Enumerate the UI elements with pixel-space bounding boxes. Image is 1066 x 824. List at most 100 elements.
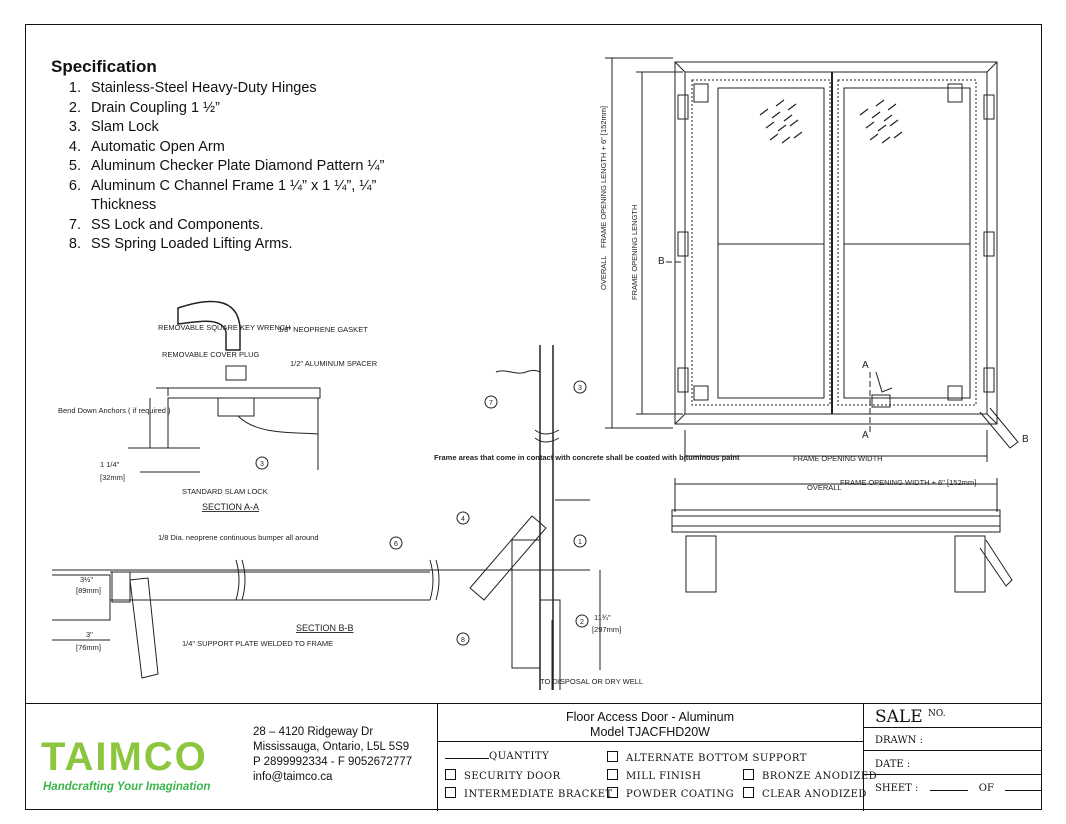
dim-frame-length-plus: FRAME OPENING LENGTH + 6" [152mm] — [599, 106, 608, 248]
dim-3: 3" — [86, 630, 93, 639]
label-support-plate: 1/4" SUPPORT PLATE WELDED TO FRAME — [182, 639, 333, 648]
option-intermediate-bracket[interactable]: INTERMEDIATE BRACKET — [445, 787, 613, 800]
callout-3 — [255, 456, 269, 470]
date-row: DATE : — [863, 751, 1042, 775]
checkbox[interactable] — [607, 769, 618, 780]
spec-item: Aluminum C Channel Frame 1 ¼” x 1 ¼”, ¼”… — [85, 177, 441, 216]
label-frame-areas-note: Frame areas that come in contact with co… — [434, 453, 740, 462]
email-line: info@taimco.ca — [253, 771, 333, 783]
option-label: MILL FINISH — [626, 771, 702, 782]
dim-297mm: [297mm] — [592, 625, 621, 634]
title-line-2: Model TJACFHD20W — [590, 725, 710, 739]
taimco-logo: TAIMCO Handcrafting Your Imagination — [41, 735, 210, 793]
option-bronze-anodized[interactable]: BRONZE ANODIZED — [743, 769, 877, 782]
dim-1-1-4: 1 1/4" — [100, 460, 120, 469]
checkbox[interactable] — [743, 769, 754, 780]
spec-item: SS Lock and Components. — [85, 216, 441, 236]
sale-row: SALE NO. — [863, 704, 1042, 728]
dim-overall-length: OVERALL — [599, 255, 608, 290]
callout-3b-text: 3 — [578, 385, 582, 392]
drawn-row: DRAWN : — [863, 728, 1042, 751]
label-cover-plug: REMOVABLE COVER PLUG — [162, 350, 260, 359]
phone-fax-line: P 2899992334 - F 9052672777 — [253, 756, 413, 768]
divider — [863, 704, 864, 811]
label-key-wrench: REMOVABLE SQUARE KEY WRENCH — [158, 323, 291, 332]
option-powder-coating[interactable]: POWDER COATING — [607, 787, 734, 800]
callout-6-text: 6 — [394, 541, 398, 548]
callout-6 — [389, 536, 403, 550]
section-marker-a-top: A — [862, 360, 869, 371]
divider — [437, 704, 438, 811]
option-clear-anodized[interactable]: CLEAR ANODIZED — [743, 787, 867, 800]
spec-list: Stainless-Steel Heavy-Duty Hinges Drain … — [51, 79, 441, 255]
spec-item: Aluminum Checker Plate Diamond Pattern ¼… — [85, 157, 441, 177]
option-quantity: QUANTITY — [445, 751, 549, 762]
section-a-a-title: SECTION A-A — [202, 502, 259, 512]
label-standard-slam-lock: STANDARD SLAM LOCK — [182, 487, 268, 496]
callout-3-text: 3 — [260, 461, 264, 468]
company-address: 28 – 4120 Ridgeway Dr Mississauga, Ontar… — [253, 725, 412, 785]
spec-item: SS Spring Loaded Lifting Arms. — [85, 235, 441, 255]
date-label: DATE : — [875, 759, 911, 770]
address-line: Mississauga, Ontario, L5L 5S9 — [253, 741, 410, 753]
address-line: 28 – 4120 Ridgeway Dr — [253, 726, 374, 738]
callout-8-text: 8 — [461, 637, 465, 644]
checkbox[interactable] — [607, 787, 618, 798]
checkbox[interactable] — [607, 751, 618, 762]
option-label: CLEAR ANODIZED — [762, 789, 867, 800]
callout-4-text: 4 — [461, 516, 465, 523]
dim-frame-length: FRAME OPENING LENGTH — [630, 205, 639, 300]
checkbox[interactable] — [445, 769, 456, 780]
option-security-door[interactable]: SECURITY DOOR — [445, 769, 561, 782]
section-marker-b-left: B — [658, 256, 665, 267]
logo-wordmark: TAIMCO — [41, 735, 208, 779]
callout-1 — [573, 534, 587, 548]
title-divider — [437, 741, 863, 742]
spec-item: Slam Lock — [85, 118, 441, 138]
label-bend-anchors: Bend Down Anchors ( if required ) — [58, 406, 171, 415]
section-marker-b-right: B — [1022, 434, 1029, 445]
callout-4 — [456, 511, 470, 525]
technical-drawing: OVERALL FRAME OPENING LENGTH + 6" [152mm… — [52, 57, 1029, 690]
callout-1-text: 1 — [578, 539, 582, 546]
sheet-row: SHEET : OF — [863, 775, 1042, 811]
section-marker-a-bottom: A — [862, 430, 869, 441]
sheet-label: SHEET : — [875, 783, 919, 794]
checkbox[interactable] — [445, 787, 456, 798]
drawn-label: DRAWN : — [875, 735, 923, 746]
checkbox[interactable] — [743, 787, 754, 798]
title-line-1: Floor Access Door - Aluminum — [565, 710, 735, 724]
dim-76mm: [76mm] — [76, 643, 101, 652]
option-alternate-bottom[interactable]: ALTERNATE BOTTOM SUPPORT — [607, 751, 807, 764]
callout-8 — [456, 632, 470, 646]
callout-7-text: 7 — [489, 400, 493, 407]
plan-outer-frame — [674, 61, 998, 425]
label-neoprene-bumper: 1/8 Dia. neoprene continuous bumper all … — [158, 533, 319, 542]
sale-block: SALE NO. DRAWN : DATE : SHEET : OF — [863, 704, 1042, 811]
option-label: BRONZE ANODIZED — [762, 771, 878, 782]
option-mill-finish[interactable]: MILL FINISH — [607, 769, 701, 782]
quantity-label: QUANTITY — [489, 751, 550, 762]
dim-11-3-4: 11¾" — [594, 613, 611, 622]
of-label: OF — [978, 783, 994, 794]
spec-item: Drain Coupling 1 ½” — [85, 99, 441, 119]
title-block: TAIMCO Handcrafting Your Imagination 28 … — [25, 703, 1042, 811]
callout-2-text: 2 — [580, 619, 584, 626]
section-b-b-title: SECTION B-B — [296, 623, 354, 633]
dim-frame-width: FRAME OPENING WIDTH — [793, 454, 883, 463]
label-to-disposal: TO DISPOSAL OR DRY WELL — [540, 677, 643, 686]
label-neoprene-gasket: 1/8" NEOPRENE GASKET — [278, 325, 368, 334]
option-label: SECURITY DOOR — [464, 771, 561, 782]
option-label: ALTERNATE BOTTOM SUPPORT — [626, 753, 807, 764]
option-label: POWDER COATING — [626, 789, 735, 800]
drawing-title: Floor Access Door - Aluminum Model TJACF… — [437, 704, 863, 740]
dim-overall-width: OVERALL — [807, 483, 842, 492]
label-aluminum-spacer: 1/2" ALUMINUM SPACER — [290, 359, 378, 368]
spec-item: Automatic Open Arm — [85, 138, 441, 158]
dim-frame-width-plus: FRAME OPENING WIDTH + 6" [152mm] — [840, 478, 976, 487]
callout-3b — [573, 380, 587, 394]
sale-label: SALE — [875, 707, 923, 727]
spec-item: Stainless-Steel Heavy-Duty Hinges — [85, 79, 441, 99]
logo-tagline: Handcrafting Your Imagination — [43, 781, 210, 793]
spec-heading: Specification — [51, 57, 157, 76]
